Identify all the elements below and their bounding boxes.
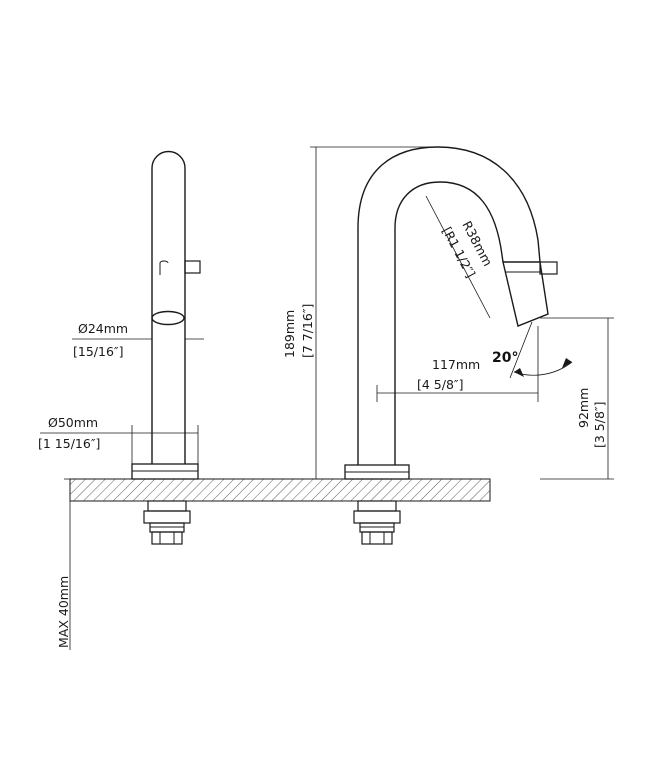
base-dia-in: [1 15/16″]: [38, 436, 100, 451]
reach-dimension: 117mm [4 5/8″]: [376, 326, 539, 402]
side-view: [131, 150, 201, 545]
max-thickness-dimension: MAX 40mm: [56, 478, 76, 650]
angle-label: 20°: [492, 350, 518, 366]
height-in: [7 7/16″]: [300, 304, 315, 358]
reach-mm: 117mm: [432, 357, 480, 372]
base-diameter-dimension: Ø50mm [1 15/16″]: [38, 415, 199, 464]
outlet-height-dimension: 92mm [3 5/8″]: [540, 317, 614, 480]
reach-in: [4 5/8″]: [417, 377, 463, 392]
angle-dimension: 20°: [492, 321, 573, 379]
countertop: [69, 478, 491, 502]
base-dia-mm: Ø50mm: [48, 415, 98, 430]
outlet-height-mm: 92mm: [576, 388, 591, 428]
height-mm: 189mm: [282, 310, 297, 358]
outlet-height-in: [3 5/8″]: [592, 402, 607, 448]
height-dimension: 189mm [7 7/16″]: [282, 146, 438, 480]
max-thickness-label: MAX 40mm: [56, 576, 71, 648]
pipe-dia-mm: Ø24mm: [78, 321, 128, 336]
radius-dimension: R38mm [R1 1/2″]: [425, 195, 496, 319]
pipe-dia-in: [15/16″]: [73, 344, 123, 359]
pipe-diameter-dimension: Ø24mm [15/16″]: [72, 321, 204, 359]
